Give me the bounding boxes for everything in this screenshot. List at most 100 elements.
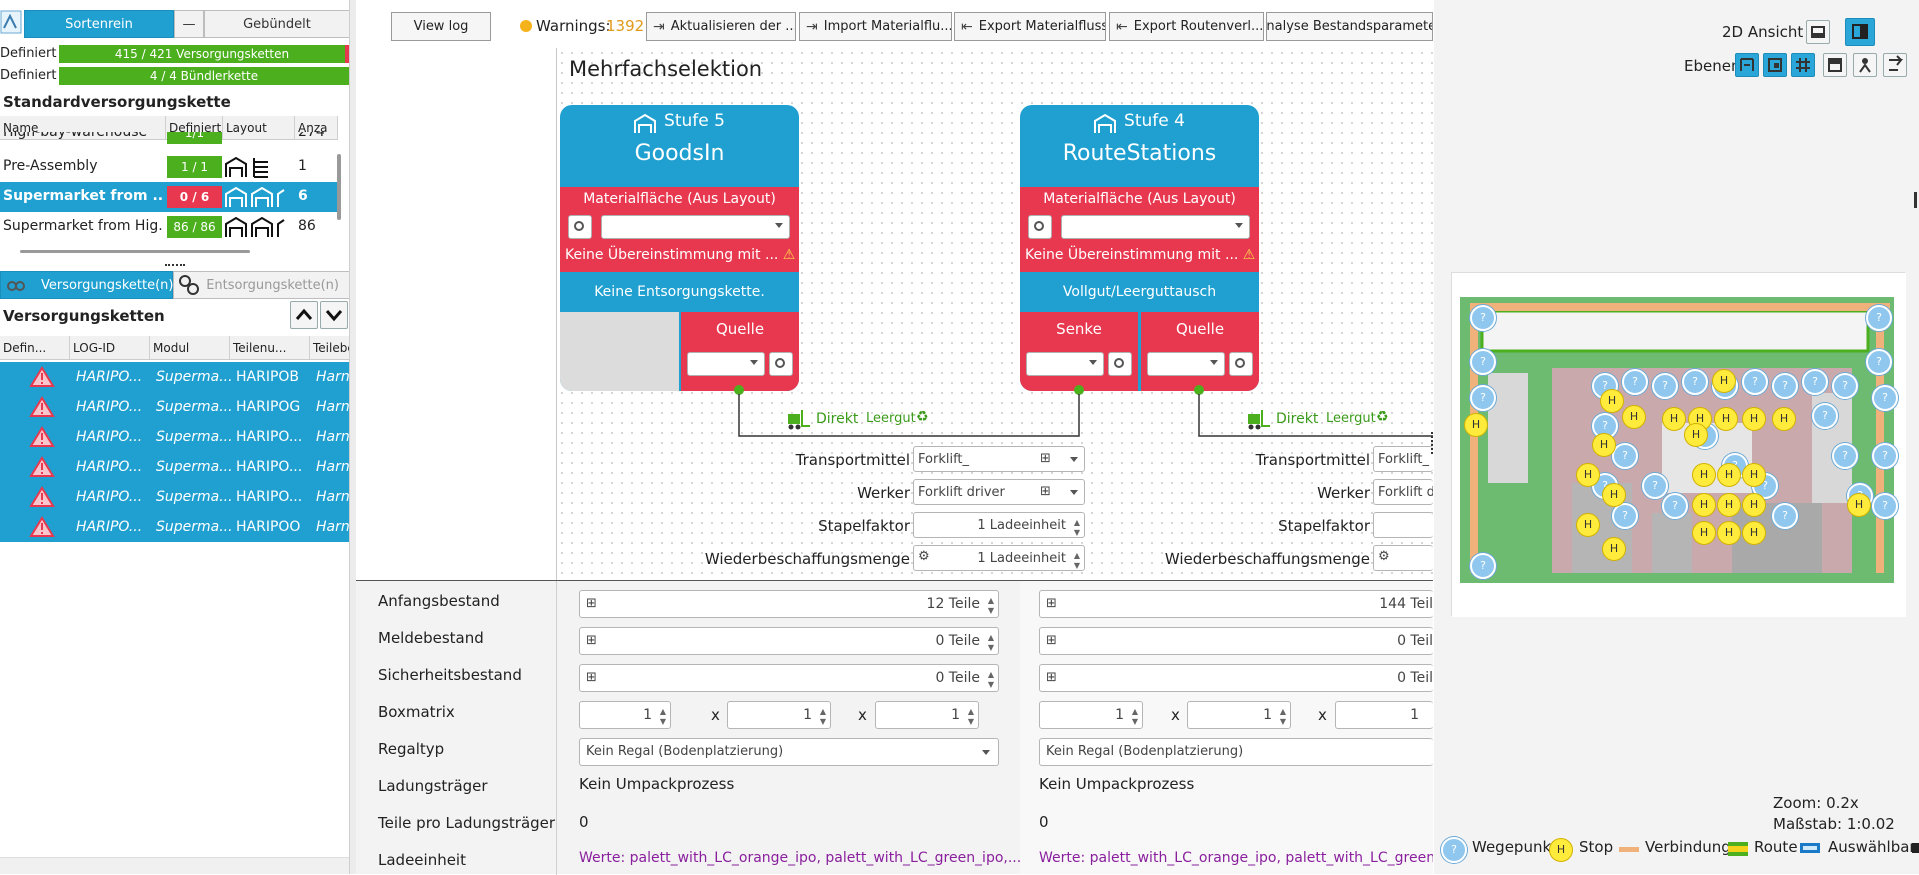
table-row[interactable]: Supermarket from Hig... 86 / 86 86 bbox=[0, 212, 338, 242]
werker-combo[interactable]: Forklift driver⊞ bbox=[913, 479, 1085, 505]
waypoint-marker[interactable]: ? bbox=[1832, 443, 1858, 469]
waypoint-marker[interactable]: ? bbox=[1866, 305, 1892, 331]
waypoint-marker[interactable]: ? bbox=[1812, 403, 1838, 429]
boxmatrix-z-2[interactable]: 1 bbox=[1335, 701, 1433, 729]
sicherheitsbestand-field[interactable]: ⊞0 Teile▲▼ bbox=[579, 664, 999, 692]
tab-sortenrein[interactable]: Sortenrein bbox=[24, 10, 174, 38]
analyse-button[interactable]: Analyse Bestandsparameter bbox=[1266, 12, 1433, 41]
stage-node-goodsin[interactable]: Stufe 5 GoodsIn Materialfläche (Aus Layo… bbox=[560, 105, 799, 391]
transportmittel-combo-2[interactable]: Forklift_ bbox=[1373, 446, 1433, 472]
waypoint-marker[interactable]: ? bbox=[1832, 373, 1858, 399]
layer-2-button[interactable] bbox=[1763, 53, 1787, 77]
regaltyp-combo[interactable]: Kein Regal (Bodenplatzierung) bbox=[579, 738, 999, 766]
waypoint-marker[interactable]: ? bbox=[1642, 473, 1668, 499]
pick-area-button[interactable] bbox=[568, 215, 592, 239]
pick-source-button[interactable] bbox=[1229, 352, 1253, 376]
waypoint-marker[interactable]: ? bbox=[1622, 369, 1648, 395]
boxmatrix-y-2[interactable]: 1▲▼ bbox=[1187, 701, 1291, 729]
meldebestand-field[interactable]: ⊞0 Teile▲▼ bbox=[579, 627, 999, 655]
stop-marker[interactable]: H bbox=[1772, 407, 1796, 431]
table-row[interactable]: HARIPO...Superma...HARIPO...Harn bbox=[0, 452, 349, 482]
boxmatrix-y[interactable]: 1▲▼ bbox=[727, 701, 831, 729]
sink-slot[interactable]: Senke bbox=[1020, 312, 1138, 391]
stop-marker[interactable]: H bbox=[1592, 433, 1616, 457]
material-area-combo[interactable] bbox=[1061, 215, 1250, 239]
col-teilebe[interactable]: Teilebe bbox=[310, 336, 349, 360]
meldebestand-field-2[interactable]: ⊞0 Teil bbox=[1039, 627, 1433, 655]
ladeeinheit-value-2[interactable]: Werte: palett_with_LC_orange_ipo, palett… bbox=[1039, 850, 1433, 866]
col-layout[interactable]: Layout bbox=[223, 116, 295, 140]
col-definiert[interactable]: Definiert bbox=[166, 116, 223, 140]
layout-map[interactable]: ???????????????????????????????HHHHHHHHH… bbox=[1451, 272, 1906, 617]
tab-versorgungsketten[interactable]: Versorgungskette(n) bbox=[0, 271, 173, 299]
source-combo[interactable] bbox=[687, 352, 765, 376]
table-row[interactable]: HARIPO...Superma...HARIPO...Harn bbox=[0, 482, 349, 512]
waypoint-marker[interactable]: ? bbox=[1470, 305, 1496, 331]
transportmittel-combo[interactable]: Forklift_⊞ bbox=[913, 446, 1085, 472]
col-teilenummer[interactable]: Teilenu... bbox=[230, 336, 310, 360]
col-defin[interactable]: Defin... bbox=[0, 336, 70, 360]
wiederbeschaffung-spin[interactable]: ⚙1 Ladeeinheit▲▼ bbox=[913, 545, 1085, 571]
table-row[interactable]: HARIPO...Superma...HARIPO...Harn bbox=[0, 422, 349, 452]
anfangsbestand-field[interactable]: ⊞12 Teile▲▼ bbox=[579, 590, 999, 618]
stapelfaktor-spin[interactable]: 1 Ladeeinheit▲▼ bbox=[913, 512, 1085, 538]
stop-marker[interactable]: H bbox=[1717, 463, 1741, 487]
stop-marker[interactable]: H bbox=[1717, 521, 1741, 545]
col-name[interactable]: Name bbox=[0, 116, 166, 140]
boxmatrix-z[interactable]: 1▲▼ bbox=[875, 701, 979, 729]
source-slot[interactable]: Quelle bbox=[681, 312, 799, 391]
canvas-splitter-handle[interactable] bbox=[1431, 432, 1434, 454]
stop-marker[interactable]: H bbox=[1464, 413, 1488, 437]
export-routen-button[interactable]: ⇤Export Routenverl... bbox=[1109, 12, 1264, 41]
waypoint-marker[interactable]: ? bbox=[1470, 385, 1496, 411]
werker-combo-2[interactable]: Forklift dr bbox=[1373, 479, 1433, 505]
stop-marker[interactable]: H bbox=[1742, 463, 1766, 487]
layer-5-button[interactable] bbox=[1853, 53, 1877, 77]
anfangsbestand-field-2[interactable]: ⊞144 Teil bbox=[1039, 590, 1433, 618]
waypoint-marker[interactable]: ? bbox=[1872, 385, 1898, 411]
table-row-selected[interactable]: Supermarket from ... 0 / 6 6 bbox=[0, 182, 338, 212]
ladeeinheit-value[interactable]: Werte: palett_with_LC_orange_ipo, palett… bbox=[579, 850, 1022, 866]
stop-marker[interactable]: H bbox=[1742, 521, 1766, 545]
tab-entsorgungsketten[interactable]: Entsorgungskette(n) bbox=[173, 271, 349, 299]
stage-node-routestations[interactable]: Stufe 4 RouteStations Materialfläche (Au… bbox=[1020, 105, 1259, 391]
bottom-scrollbar[interactable] bbox=[0, 857, 349, 874]
export-materialfluss-button[interactable]: ⇤Export Materialfluss bbox=[954, 12, 1106, 41]
col-anzahl[interactable]: Anza bbox=[295, 116, 338, 140]
waypoint-marker[interactable]: ? bbox=[1612, 443, 1638, 469]
table-row[interactable]: High-bay-warehouse 1/1 274 bbox=[0, 132, 338, 146]
waypoint-marker[interactable]: ? bbox=[1866, 349, 1892, 375]
boxmatrix-x-2[interactable]: 1▲▼ bbox=[1039, 701, 1143, 729]
stop-marker[interactable]: H bbox=[1662, 407, 1686, 431]
source-combo[interactable] bbox=[1147, 352, 1225, 376]
update-button[interactable]: ⇥Aktualisieren der ... bbox=[646, 12, 796, 41]
stop-marker[interactable]: H bbox=[1684, 423, 1708, 447]
stop-marker[interactable]: H bbox=[1576, 463, 1600, 487]
layer-3-button[interactable] bbox=[1791, 53, 1815, 77]
waypoint-marker[interactable]: ? bbox=[1872, 443, 1898, 469]
tab-gebuendelt[interactable]: Gebündelt bbox=[204, 10, 349, 38]
stop-marker[interactable]: H bbox=[1847, 493, 1871, 517]
waypoint-marker[interactable]: ? bbox=[1772, 503, 1798, 529]
stop-marker[interactable]: H bbox=[1576, 513, 1600, 537]
waypoint-marker[interactable]: ? bbox=[1802, 369, 1828, 395]
split-view-button[interactable] bbox=[1845, 18, 1875, 46]
waypoint-marker[interactable]: ? bbox=[1612, 503, 1638, 529]
regaltyp-combo-2[interactable]: Kein Regal (Bodenplatzierung) bbox=[1039, 738, 1433, 766]
waypoint-marker[interactable]: ? bbox=[1682, 369, 1708, 395]
move-up-button[interactable] bbox=[290, 301, 318, 329]
layer-4-button[interactable] bbox=[1823, 53, 1847, 77]
pick-sink-button[interactable] bbox=[1108, 352, 1132, 376]
waypoint-marker[interactable]: ? bbox=[1742, 369, 1768, 395]
waypoint-marker[interactable]: ? bbox=[1652, 373, 1678, 399]
import-materialfluss-button[interactable]: ⇥Import Materialflu... bbox=[799, 12, 952, 41]
wiederbeschaffung-spin-2[interactable]: ⚙ bbox=[1373, 545, 1433, 571]
stop-marker[interactable]: H bbox=[1600, 389, 1624, 413]
col-modul[interactable]: Modul bbox=[150, 336, 230, 360]
move-down-button[interactable] bbox=[320, 301, 348, 329]
stapelfaktor-spin-2[interactable] bbox=[1373, 512, 1433, 538]
tab-collapse[interactable]: — bbox=[174, 10, 204, 38]
